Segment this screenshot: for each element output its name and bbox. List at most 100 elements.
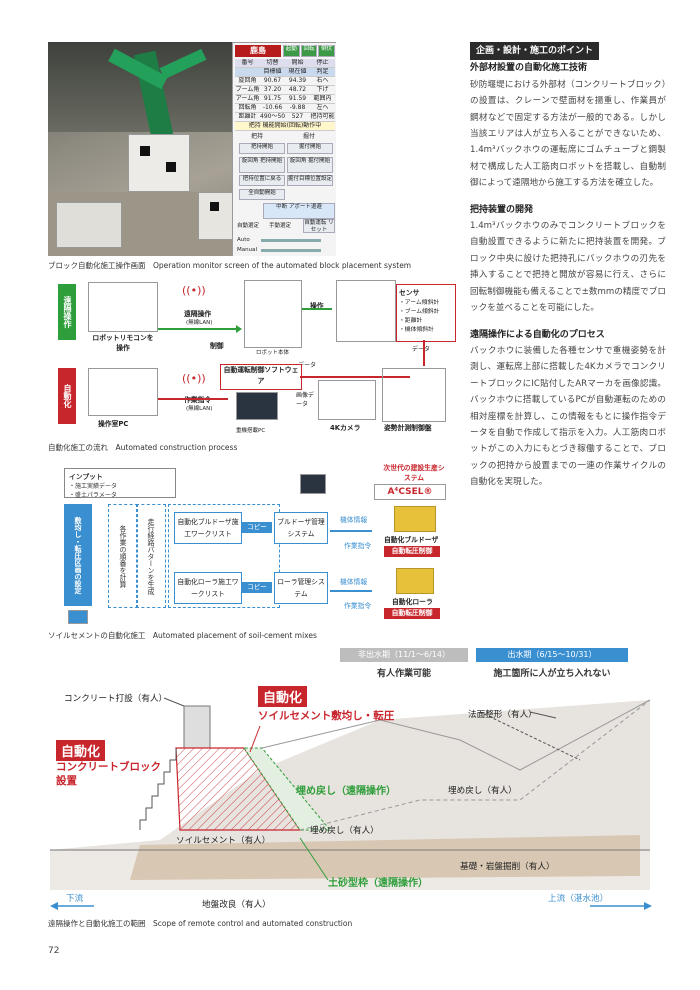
- roller-worklist: 自動化ローラ施工ワークリスト: [174, 572, 242, 604]
- input-box: インプット ・施工実績データ ・盛土パラメータ: [64, 468, 176, 499]
- switch-button[interactable]: 切替: [266, 59, 279, 66]
- control-label: 制御: [210, 342, 224, 350]
- backfill-label-2: 埋め戻し（有人）: [310, 826, 379, 836]
- right-column: 企画・設計・施工のポイント 外部材設置の自動化施工技術 砂防堰堤における外部材（…: [470, 42, 666, 491]
- section-caption: 遠隔操作と自動化施工の範囲 Scope of remote control an…: [48, 919, 353, 928]
- attitude-panel-photo: [382, 368, 446, 422]
- auto-reset-button[interactable]: 自動運転 リセット: [303, 219, 335, 233]
- tab-tilt[interactable]: 倒伏: [318, 45, 336, 57]
- swing-grip-button[interactable]: 旋回角 把持開始: [239, 157, 285, 173]
- work-cmd-sub: (無線LAN): [186, 406, 213, 412]
- pc-icon: [300, 474, 326, 494]
- remote-op-label: 遠隔操作: [184, 310, 212, 318]
- full-auto-button[interactable]: 全自動開始: [239, 189, 285, 200]
- soil-caption: ソイルセメントの自動化施工 Automated placement of soi…: [48, 631, 317, 640]
- machine-info-2: 機体情報: [340, 578, 368, 586]
- auto-bulldozer-label: 自動化ブルドーザ: [384, 536, 439, 544]
- copy-arrow-1: コピー: [242, 522, 272, 533]
- section1-title: 外部材設置の自動化施工技術: [470, 63, 588, 74]
- monitor-pc-icon: [236, 392, 278, 420]
- robot-label: ロボット本体: [256, 350, 290, 356]
- room-pc-label: 操作室PC: [98, 420, 129, 428]
- image-data-label: 画像データ: [296, 392, 315, 408]
- section-setting-box: 敷均し・転圧区画の設定: [64, 504, 92, 606]
- laptop-icon: [68, 610, 88, 624]
- downstream-label: 下流: [66, 894, 84, 904]
- ground-improvement-label: 地盤改良（有人）: [202, 900, 271, 910]
- data-label-right: データ: [412, 346, 431, 353]
- slope-label: 法面整形（有人）: [468, 710, 537, 720]
- col-head-excavate: 掘付: [303, 133, 316, 140]
- return-grip-button[interactable]: 把持位置に戻る: [239, 175, 285, 186]
- monitor-pc-label: 重機搭載PC: [236, 428, 266, 434]
- software-box: 自動運転制御ソフトウェア: [220, 364, 302, 390]
- a4csel-logo: A⁴CSEL®: [374, 484, 446, 500]
- remote-op-sub: (無線LAN): [186, 320, 213, 326]
- auto-side-label: 自動化: [58, 368, 76, 424]
- soil-cement-auto-text: ソイルセメント敷均し・転圧: [258, 710, 395, 722]
- remote-control-photo: [88, 282, 158, 332]
- col-head-grip: 把持: [251, 133, 264, 140]
- auto-select-label: 自動選定: [237, 223, 260, 229]
- excavation-label: 基礎・岩盤掘削（有人）: [460, 862, 555, 872]
- route-pattern-box: 走行経路パターンを生成: [136, 504, 166, 608]
- manual-select-label: 手動選定: [269, 223, 292, 229]
- wifi-icon: ((•)): [182, 372, 206, 385]
- grip-start-button[interactable]: 把持開始: [239, 143, 285, 154]
- page-number: 72: [48, 946, 60, 956]
- sensor-box: センサ ・アーム傾斜計 ・ブーム傾斜計 ・距離計 ・機体傾斜計: [396, 284, 456, 342]
- table-header: 判定: [316, 68, 329, 75]
- work-order-box: 各作業の順番を計算: [108, 504, 138, 608]
- period-dry-text: 有人作業可能: [376, 669, 431, 679]
- bulldozer-worklist: 自動化ブルドーザ施工ワークリスト: [174, 512, 242, 544]
- copy-arrow-2: コピー: [242, 582, 272, 593]
- tab-rotate[interactable]: 回転: [300, 45, 318, 57]
- auto-option[interactable]: Auto: [237, 237, 250, 243]
- backfill-remote-label: 埋め戻し（遠隔操作）: [296, 786, 396, 797]
- data-label-mid: データ: [298, 362, 317, 369]
- remote-label: ロボットリモコンを操作: [92, 334, 154, 352]
- abort-button[interactable]: 中断 アボート退避: [263, 203, 335, 219]
- table-header: 目標値: [263, 68, 282, 75]
- status-bar: 把持 機能開始(回転)動作中: [235, 122, 335, 131]
- sand-frame-label: 土砂型枠（遠隔操作）: [328, 878, 428, 889]
- tab-start[interactable]: 起動: [283, 45, 300, 57]
- excavate-start-button[interactable]: 掘付開始: [287, 143, 333, 154]
- kajima-logo: 鹿島: [235, 45, 281, 57]
- auto-compaction-tag-2: 自動転圧制御: [384, 608, 440, 619]
- start-button[interactable]: 開始: [291, 59, 304, 66]
- work-cmd-label: 作業指令: [184, 396, 212, 404]
- concrete-pour-label: コンクリート打設（有人）: [64, 694, 168, 704]
- robot-photo: [244, 280, 302, 348]
- operate-label: 操作: [310, 302, 324, 310]
- section2-title: 把持装置の開発: [470, 204, 534, 215]
- block-auto-text: コンクリートブロック設置: [56, 761, 161, 787]
- set-target-button[interactable]: 掘付目標位置設定: [287, 175, 333, 186]
- period-dry-title: 非出水期（11/1〜6/14）: [340, 648, 468, 662]
- row-label: 番号: [241, 59, 254, 66]
- bulldozer-image: [394, 506, 436, 532]
- period-flood-text: 施工箇所に人が立ち入れない: [493, 669, 611, 679]
- stop-button[interactable]: 停止: [316, 59, 329, 66]
- section1-text: 砂防堰堤における外部材（コンクリートブロック）の設置は、クレーンで壁面材を揚重し…: [470, 79, 666, 189]
- concrete-block: [128, 134, 190, 192]
- backhoe-photo: [336, 280, 396, 342]
- auto-roller-label: 自動化ローラ: [392, 598, 433, 606]
- manual-option[interactable]: Manual: [237, 247, 257, 253]
- machine-info-1: 機体情報: [340, 516, 368, 524]
- upstream-label: 上流（湛水池）: [548, 894, 609, 904]
- camera-label: 4Kカメラ: [330, 424, 361, 432]
- section2-text: 1.4m³バックホウのみでコンクリートブロックを自動設置できるように新たに把持装…: [470, 221, 666, 314]
- photo-caption: ブロック自動化施工操作画面 Operation monitor screen o…: [48, 261, 412, 270]
- flow-caption: 自動化施工の流れ Automated construction process: [48, 443, 238, 452]
- control-room-photo: [88, 368, 158, 416]
- swing-excavate-button[interactable]: 旋回角 掘付開始: [287, 157, 333, 173]
- concrete-block: [56, 202, 122, 248]
